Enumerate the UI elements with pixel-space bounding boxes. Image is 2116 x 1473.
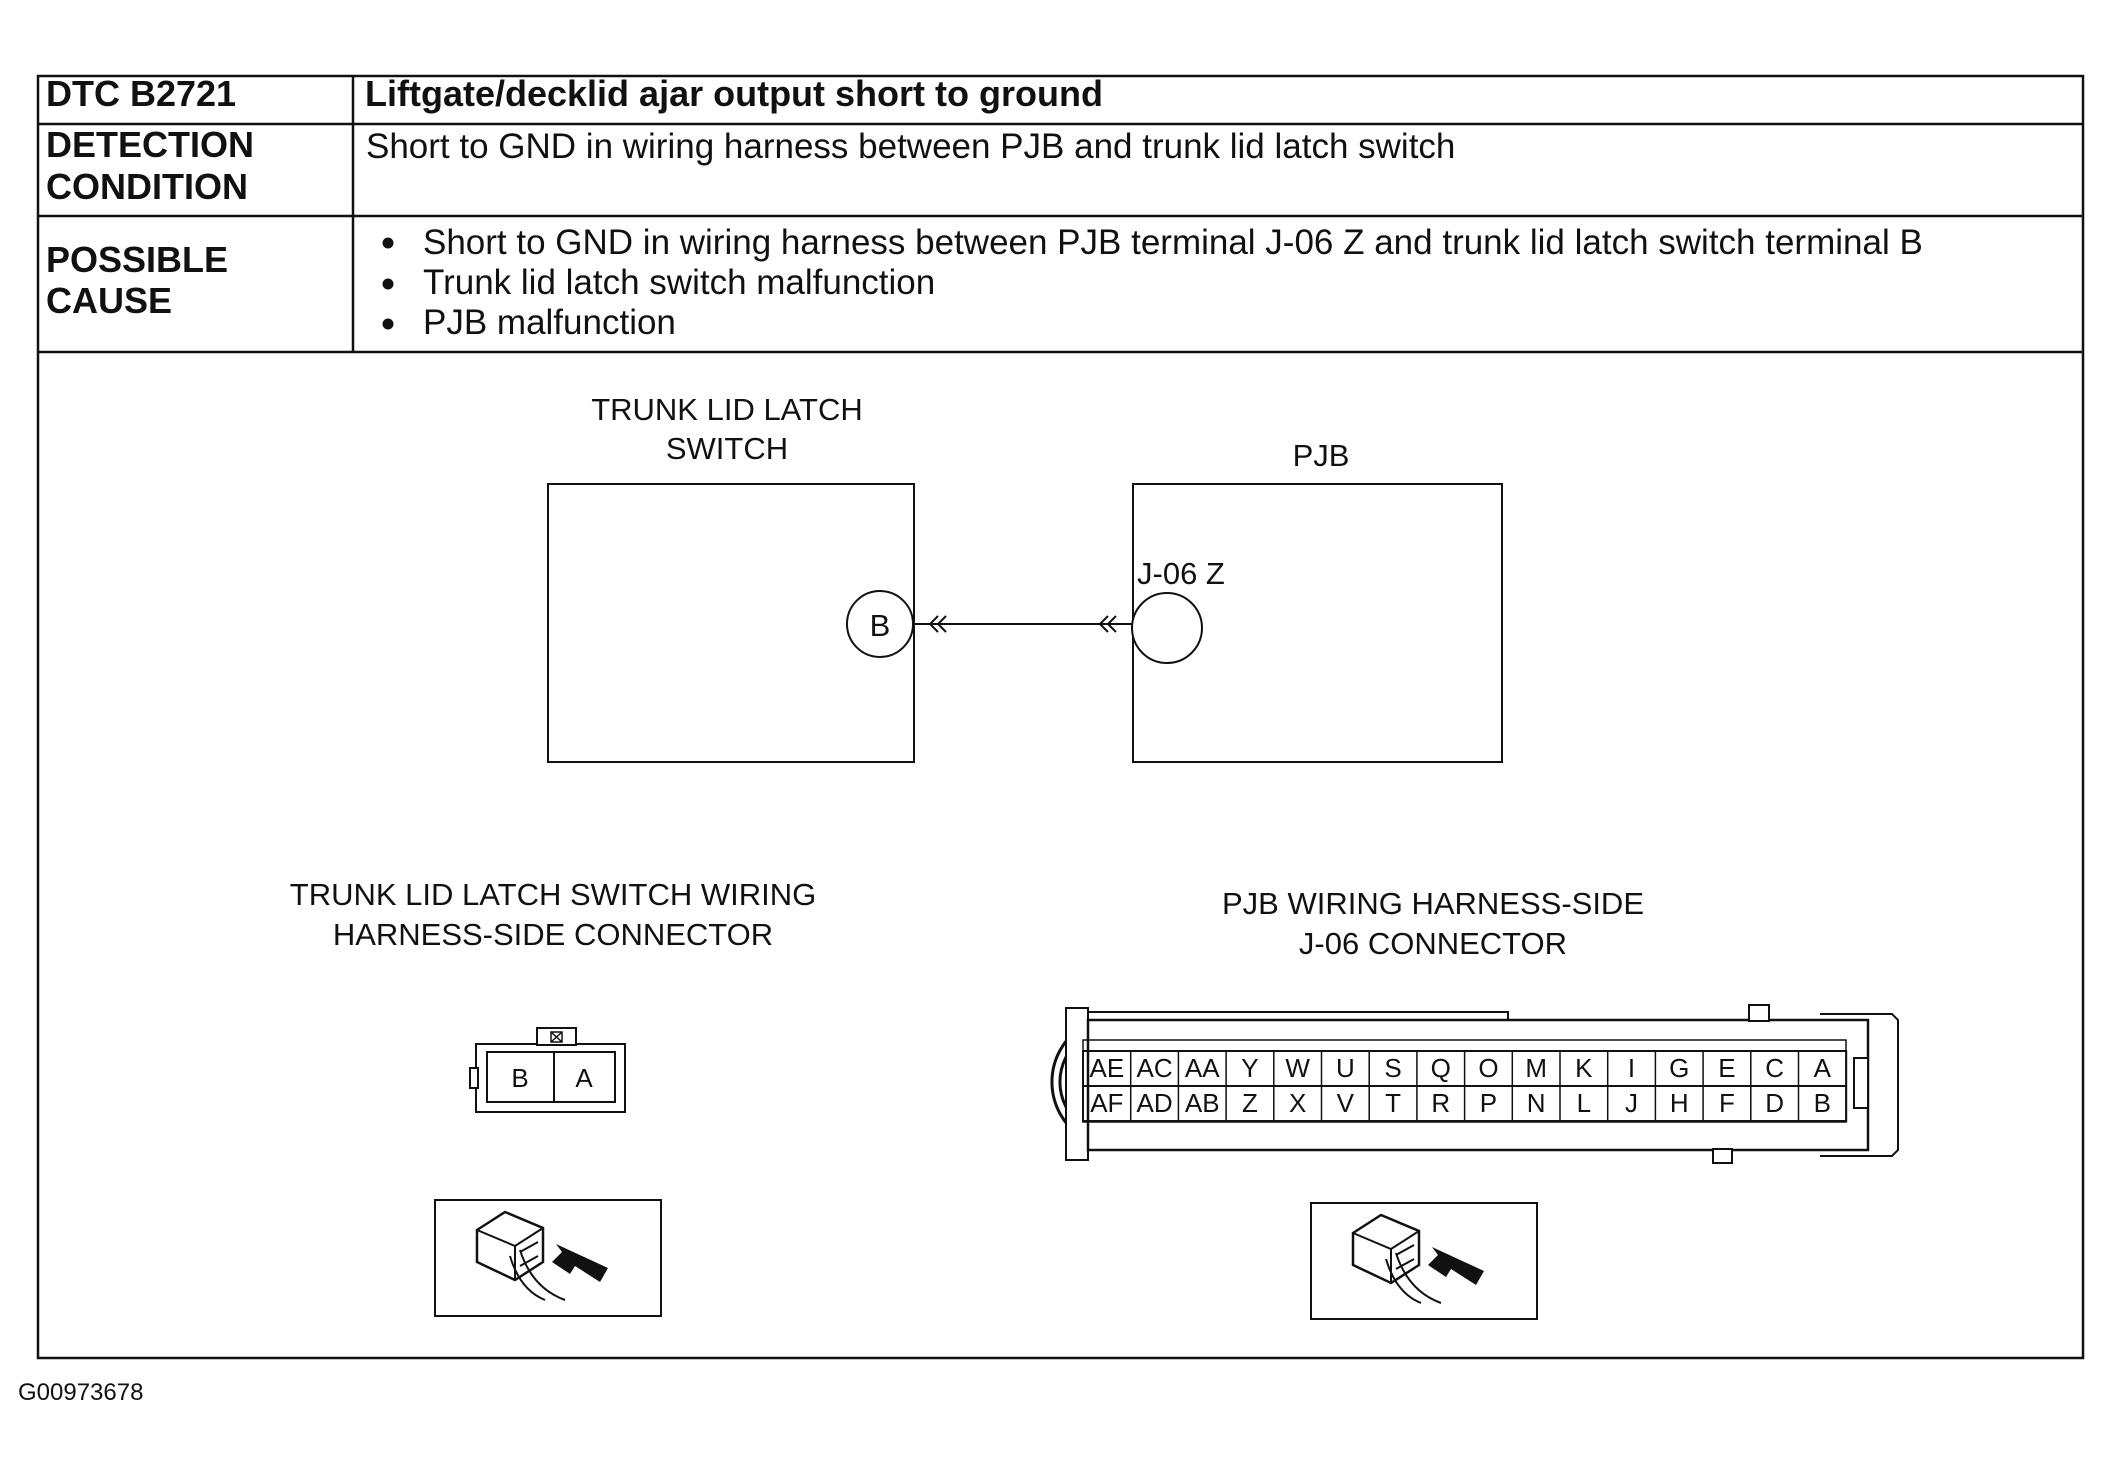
bullet [382, 318, 394, 330]
switch-connector [469, 1027, 626, 1113]
pjb-pin-label: AC [1136, 1053, 1172, 1083]
switch-probe-figure [434, 1199, 662, 1317]
pjb-pin-label: V [1337, 1088, 1355, 1118]
dtc-description: Liftgate/decklid ajar output short to gr… [365, 73, 1103, 114]
pjb-pin-label: R [1431, 1088, 1450, 1118]
pjb-pin-label: H [1670, 1088, 1689, 1118]
switch-title: TRUNK LID LATCH [591, 392, 863, 427]
switch-connector-title: TRUNK LID LATCH SWITCH WIRING [290, 877, 816, 912]
pjb-pin-label: U [1336, 1053, 1355, 1083]
pjb-pin-label: AB [1185, 1088, 1220, 1118]
bullet [382, 237, 394, 249]
pjb-pin-label: AE [1090, 1053, 1125, 1083]
pjb-pin-label: D [1765, 1088, 1784, 1118]
pjb-pin-label: F [1719, 1088, 1735, 1118]
cause-item: Trunk lid latch switch malfunction [423, 263, 935, 302]
pjb-pin-label: E [1718, 1053, 1735, 1083]
pjb-pin-label: T [1385, 1088, 1401, 1118]
switch-pin-label: B [511, 1063, 528, 1093]
outer-frame [36, 74, 2085, 1360]
pjb-pin-label: O [1478, 1053, 1498, 1083]
connector-chevron-icon [1098, 615, 1117, 633]
figure-id: G00973678 [18, 1379, 143, 1406]
pjb-pin-label: AD [1136, 1088, 1172, 1118]
pjb-pin-label: X [1289, 1088, 1306, 1118]
possible-cause-label: POSSIBLE [46, 239, 228, 280]
pjb-pin-label: I [1628, 1053, 1635, 1083]
switch-connector-title: HARNESS-SIDE CONNECTOR [333, 917, 773, 952]
pjb-pin-label: K [1575, 1053, 1593, 1083]
switch-pin-label: A [575, 1063, 593, 1093]
pjb-pin-label: A [1814, 1053, 1832, 1083]
pjb-connector-title: PJB WIRING HARNESS-SIDE [1222, 886, 1644, 921]
pjb-title: PJB [1293, 438, 1350, 473]
possible-cause-label: CAUSE [46, 280, 172, 321]
pjb-terminal-circle [1131, 592, 1203, 664]
pjb-pin-label: Z [1242, 1088, 1258, 1118]
pjb-probe-figure [1310, 1202, 1538, 1320]
cause-item: Short to GND in wiring harness between P… [423, 223, 1923, 262]
dtc-code: DTC B2721 [46, 73, 236, 114]
pjb-pin-label: AF [1090, 1088, 1123, 1118]
cause-item: PJB malfunction [423, 303, 676, 342]
pjb-pin-label: Q [1431, 1053, 1451, 1083]
pjb-connector-title: J-06 CONNECTOR [1299, 926, 1567, 961]
detection-label: DETECTION [46, 124, 254, 165]
switch-title: SWITCH [666, 431, 788, 466]
pjb-pin-label: M [1525, 1053, 1547, 1083]
pjb-pin-label: P [1480, 1088, 1497, 1118]
pjb-pin-label: B [1814, 1088, 1831, 1118]
detection-label: CONDITION [46, 166, 248, 207]
pjb-pin-label: AA [1185, 1053, 1220, 1083]
connector-chevron-icon [928, 615, 947, 633]
pjb-terminal-label: J-06 Z [1137, 556, 1225, 591]
pjb-pin-label: W [1285, 1053, 1310, 1083]
pjb-pin-label: Y [1241, 1053, 1258, 1083]
pjb-pin-label: C [1765, 1053, 1784, 1083]
pjb-pin-label: J [1625, 1088, 1638, 1118]
pjb-pin-label: N [1527, 1088, 1546, 1118]
switch-terminal-circle [846, 590, 914, 658]
detection-condition-text: Short to GND in wiring harness between P… [366, 127, 1455, 166]
pjb-pin-label: G [1669, 1053, 1689, 1083]
bullet [382, 278, 394, 290]
pjb-pin-label: L [1577, 1088, 1591, 1118]
pjb-pin-label: S [1384, 1053, 1401, 1083]
switch-terminal-label: B [870, 608, 891, 643]
